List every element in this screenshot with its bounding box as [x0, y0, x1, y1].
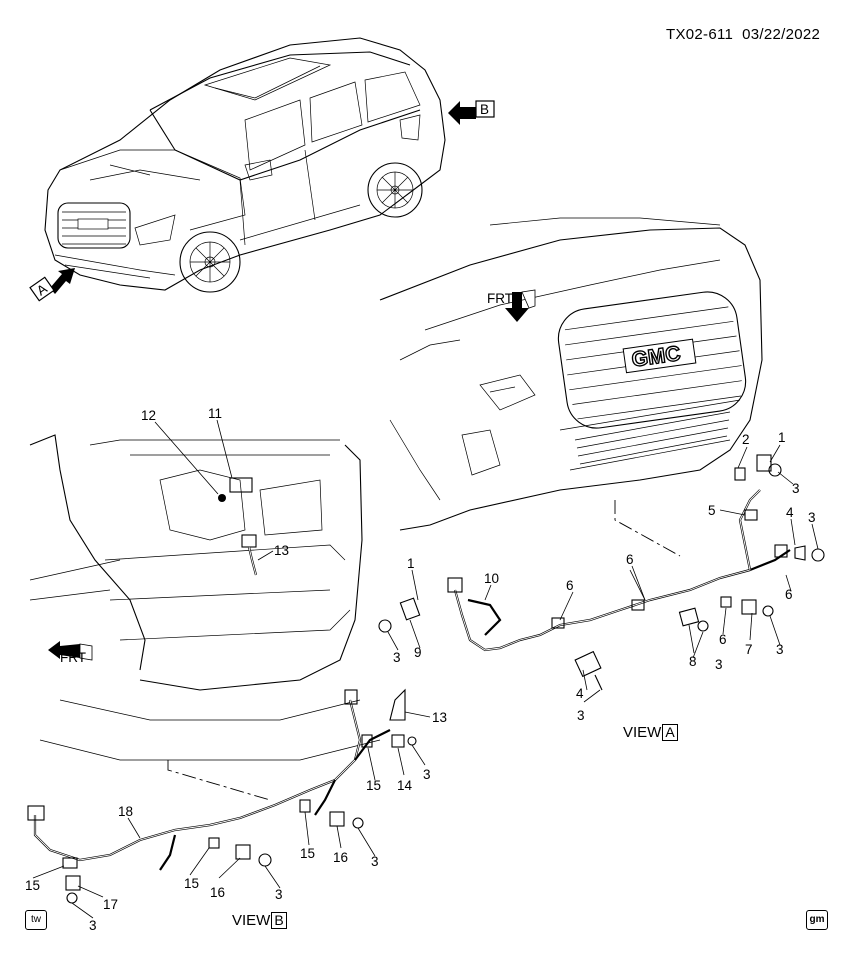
callout-13: 13	[432, 710, 447, 725]
tw-icon: tw	[25, 910, 47, 930]
vehicle-overview	[44, 37, 446, 293]
callout-3: 3	[715, 657, 723, 672]
view-a-reference-line	[614, 500, 681, 557]
view-b-arrow: B	[448, 100, 495, 125]
callout-1: 1	[778, 430, 786, 445]
view-b-reference-line	[167, 760, 271, 801]
callout-6: 6	[719, 632, 727, 647]
callout-15: 15	[366, 778, 381, 793]
callout-2: 2	[742, 432, 750, 447]
callout-14: 14	[397, 778, 413, 793]
view-a-letter: A	[662, 724, 678, 741]
leader-lines	[32, 419, 819, 919]
callout-15: 15	[300, 846, 315, 861]
callout-12: 12	[141, 408, 156, 423]
rear-harness-18	[27, 688, 417, 904]
front-fascia-view: GMC	[379, 217, 763, 531]
callout-1: 1	[407, 556, 415, 571]
view-b-label: VIEW B	[232, 912, 287, 929]
view-a-prefix: VIEW	[623, 724, 662, 741]
callout-18: 18	[118, 804, 133, 819]
gm-icon-label: gm	[809, 914, 825, 925]
callout-6: 6	[566, 578, 574, 593]
callout-4: 4	[576, 686, 584, 701]
view-b-marker: B	[480, 102, 489, 117]
view-a-arrow: A	[29, 268, 75, 302]
callout-15: 15	[184, 876, 199, 891]
callout-3: 3	[393, 650, 401, 665]
doc-code: TX02-611	[666, 26, 734, 43]
callout-6: 6	[785, 587, 793, 602]
front-harness-10	[378, 454, 825, 691]
callout-3: 3	[275, 887, 283, 902]
view-a-label: VIEW A	[623, 724, 678, 741]
front-direction-arrow-a: FRT	[487, 289, 536, 322]
callout-3: 3	[808, 510, 816, 525]
doc-date: 03/22/2022	[742, 26, 821, 43]
callout-3: 3	[371, 854, 379, 869]
callout-11: 11	[208, 406, 222, 421]
callout-3: 3	[792, 481, 800, 496]
header-code: TX02-611 03/22/2022	[666, 26, 820, 43]
callout-17: 17	[103, 897, 118, 912]
gm-logo-icon: gm	[806, 910, 828, 930]
view-b-letter: B	[271, 912, 287, 929]
frt-label-a: FRT	[487, 291, 513, 306]
tw-icon-label: tw	[31, 914, 41, 925]
callout-7: 7	[745, 642, 753, 657]
frt-label-b: FRT	[60, 650, 86, 665]
callout-8: 8	[689, 654, 697, 669]
rear-cargo-view	[29, 434, 381, 761]
view-b-prefix: VIEW	[232, 912, 271, 929]
callout-3: 3	[577, 708, 585, 723]
callout-10: 10	[484, 571, 499, 586]
callout-4: 4	[786, 505, 794, 520]
callout-6: 6	[626, 552, 634, 567]
callout-16: 16	[210, 885, 225, 900]
callout-9: 9	[414, 645, 422, 660]
callout-3: 3	[776, 642, 784, 657]
callout-15: 15	[25, 878, 40, 893]
callout-numbers: 1 2 3 5 4 3 6 6 6 6 1 10 3 9 8 3 7 3 4 3…	[25, 406, 816, 933]
callout-3: 3	[89, 918, 97, 933]
front-direction-arrow-b: FRT	[48, 641, 93, 665]
callout-13: 13	[274, 543, 289, 558]
callout-5: 5	[708, 503, 716, 518]
callout-16: 16	[333, 850, 348, 865]
callout-3: 3	[423, 767, 431, 782]
